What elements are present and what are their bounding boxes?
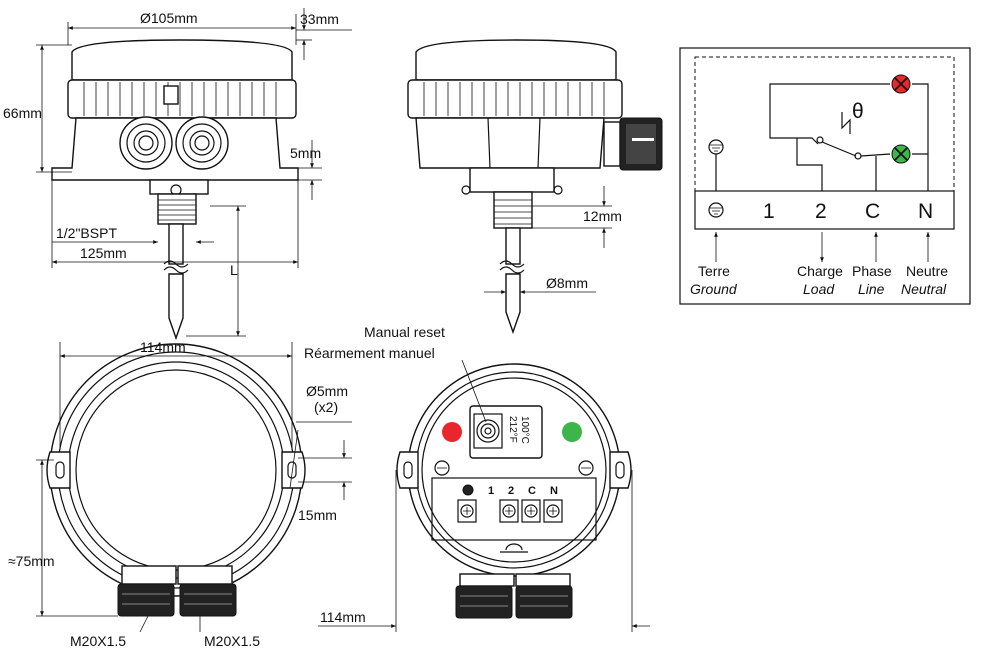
dim-66: 66mm (3, 105, 42, 121)
reset-label-en: Manual reset (364, 324, 445, 340)
label-load: Load (803, 281, 835, 297)
red-lamp-icon (891, 74, 911, 94)
top-view: 114mm Ø5mm (x2) 15mm ≈75mm M20X1.5 M20X1… (8, 339, 352, 649)
dim-bspt: 1/2"BSPT (56, 225, 117, 241)
open-view: 212°F 100°C 1 2 C N (304, 324, 650, 632)
dim-5: 5mm (290, 145, 321, 161)
earth-symbol (500, 543, 528, 553)
dim-114-top: 114mm (140, 339, 186, 355)
dim-125: 125mm (80, 245, 127, 261)
green-lamp-icon (891, 144, 911, 164)
terminal-1: 1 (763, 200, 775, 223)
dim-m20-left: M20X1.5 (70, 633, 126, 649)
dim-114-bottom: 114mm (320, 609, 366, 625)
terminal-c: C (865, 200, 880, 223)
dim-diameter-105: Ø105mm (140, 10, 198, 26)
label-ground: Ground (690, 281, 738, 297)
label-line: Line (858, 281, 885, 297)
panel-terminal-c: C (528, 485, 536, 497)
dim-hole-count: (x2) (314, 399, 338, 415)
terminal-screws (457, 499, 563, 523)
gland-right (175, 116, 229, 170)
temp-f: 212°F (507, 416, 518, 443)
dim-8: Ø8mm (546, 275, 588, 291)
dim-L: L (230, 262, 238, 278)
ground-symbol-terminal (708, 202, 724, 218)
label-phase: Phase (852, 263, 892, 279)
wiring-diagram: 1 2 C N θ T (679, 47, 971, 305)
panel-terminal-2: 2 (508, 485, 514, 497)
terminal-2: 2 (815, 200, 827, 223)
red-indicator-lamp (442, 422, 462, 442)
panel-terminal-labels: 1 2 C N (462, 484, 558, 497)
dim-15: 15mm (298, 507, 337, 523)
dim-m20-right: M20X1.5 (204, 633, 260, 649)
reset-label-fr: Réarmement manuel (304, 345, 435, 361)
label-neutral: Neutral (901, 281, 947, 297)
dim-33: 33mm (300, 11, 339, 27)
dim-75: ≈75mm (8, 553, 55, 569)
dim-hole: Ø5mm (306, 383, 348, 399)
terminal-n: N (918, 200, 933, 223)
ground-symbol-internal (708, 139, 724, 155)
terminal-labels: 1 2 C N (708, 200, 933, 223)
theta-symbol: θ (852, 100, 864, 123)
panel-terminal-1: 1 (488, 485, 494, 497)
panel-terminal-n: N (550, 485, 558, 497)
gland-left (119, 116, 173, 170)
label-neutre: Neutre (906, 263, 948, 279)
green-indicator-lamp (562, 422, 582, 442)
label-charge: Charge (797, 263, 843, 279)
front-view: Ø105mm 33mm 66mm 5mm 1/2"BSPT 125mm L (3, 8, 352, 341)
label-terre: Terre (698, 263, 730, 279)
side-view: 12mm Ø8mm (407, 39, 663, 335)
dim-12: 12mm (583, 208, 622, 224)
terminal-block (694, 190, 955, 230)
temp-c: 100°C (519, 416, 530, 444)
